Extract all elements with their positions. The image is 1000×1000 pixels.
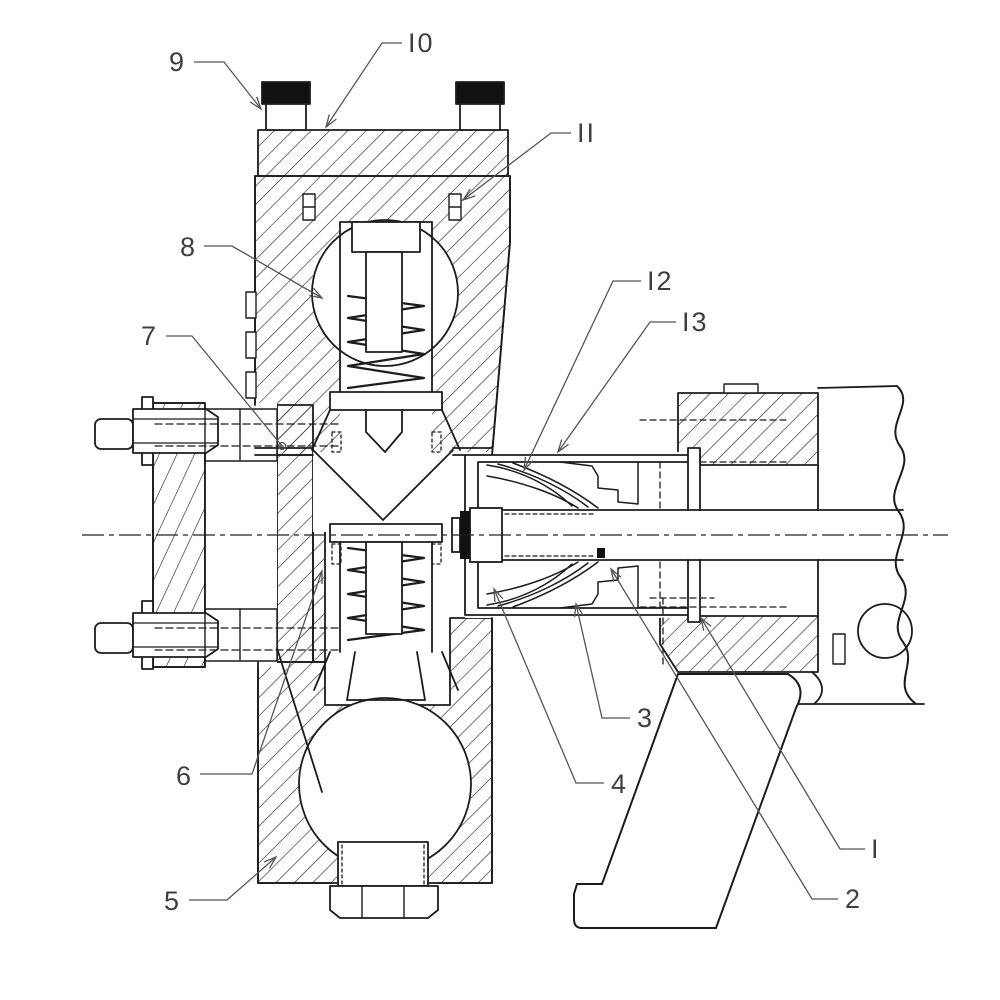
stud-cap-left (261, 81, 311, 105)
flange-bosses (204, 408, 278, 662)
callout-arrow-5 (263, 855, 278, 869)
valve-body-upper (351, 221, 421, 253)
body-transition-line (276, 647, 323, 793)
frame-break-line (893, 385, 917, 705)
callout-leader-9 (194, 61, 262, 110)
callout-arrow-12 (523, 457, 534, 472)
gland-tab (723, 383, 759, 394)
frame-foot (573, 673, 802, 929)
callout-leader-8 (204, 245, 323, 299)
callout-label-11: II (577, 118, 596, 148)
callout-leader-2 (610, 568, 838, 900)
valve-retainer-upper (329, 391, 443, 411)
callout-label-8: 8 (180, 232, 197, 262)
callout-arrow-3 (573, 602, 584, 617)
cover-clips (302, 193, 462, 221)
callout-label-7: 7 (141, 321, 158, 351)
suction-flange (94, 396, 341, 670)
callout-leader-6 (200, 570, 323, 775)
upper-chamber-dome (311, 219, 459, 367)
valve-guide-upper (311, 409, 461, 453)
discharge-valve-assembly (311, 221, 461, 453)
callout-arrow-9 (249, 96, 263, 111)
frame-hook-bore (857, 603, 913, 659)
packing-seal-black (597, 548, 605, 558)
left-wall-ribs (245, 291, 257, 399)
callout-arrow-1 (699, 616, 712, 631)
callout-leader-3 (575, 603, 630, 719)
callout-leader-7 (166, 335, 283, 447)
valve-seat-cone (312, 449, 454, 521)
callout-arrow-8 (309, 287, 324, 300)
body-edge-right (491, 175, 511, 456)
callout-arrow-6 (313, 569, 323, 585)
suction-neck (276, 404, 314, 663)
frame-notch (832, 633, 846, 665)
callout-arrow-13 (556, 439, 569, 454)
plunger-rod (501, 509, 904, 561)
frame-outline (797, 385, 925, 705)
gland-hidden-lines (639, 419, 787, 669)
callout-arrow-11 (461, 188, 476, 202)
hidden-studs (154, 423, 341, 651)
body-edge-lower (257, 617, 493, 884)
callout-arrow-4 (493, 587, 504, 603)
stud-cap-right (455, 81, 505, 105)
stud-right (459, 103, 501, 131)
gland-nut-lower (659, 615, 819, 673)
callout-label-3: 3 (637, 703, 654, 733)
callout-arrow-10 (324, 114, 337, 129)
packing-upper (486, 461, 639, 509)
callout-leader-4 (493, 588, 604, 784)
lower-chamber-dome-fill (299, 698, 471, 870)
callout-label-6: 6 (176, 761, 193, 791)
callout-leader-13 (557, 321, 676, 453)
callout-label-4: 4 (611, 769, 628, 799)
valve-retainer-lower (329, 523, 443, 543)
discharge-valve-stem (365, 251, 403, 353)
packing-lower (486, 561, 639, 609)
callout-leader-11 (462, 132, 571, 201)
callout-label-10: I0 (408, 28, 435, 58)
callout-label-1: I (871, 834, 881, 864)
callout-arrow-2 (609, 567, 622, 582)
callout-label-12: I2 (647, 266, 674, 296)
stud-left (265, 103, 307, 131)
bottom-plug (329, 841, 439, 919)
rod-threads (504, 513, 597, 557)
callout-label-2: 2 (845, 884, 862, 914)
callout-label-13: I3 (682, 307, 709, 337)
chamber-flank (312, 529, 326, 663)
callout-label-5: 5 (164, 886, 181, 916)
callout-leader-10 (325, 42, 402, 128)
callout-leader-12 (523, 280, 641, 471)
callout-tip-7 (277, 441, 287, 451)
spring-keeps-upper (331, 431, 442, 453)
callout-leader-1 (700, 617, 865, 850)
callout-label-9: 9 (169, 47, 186, 77)
suction-valve-assembly (313, 523, 459, 701)
spring-keeps-lower (331, 543, 442, 565)
flange-bolt-lower (94, 612, 219, 658)
seat-deck (254, 447, 493, 456)
valve-cover (257, 129, 509, 177)
callout-leader-5 (189, 856, 277, 901)
valve-guide-lower (313, 651, 459, 701)
flange-bolt-upper (94, 408, 219, 454)
suction-valve-stem (365, 541, 403, 635)
